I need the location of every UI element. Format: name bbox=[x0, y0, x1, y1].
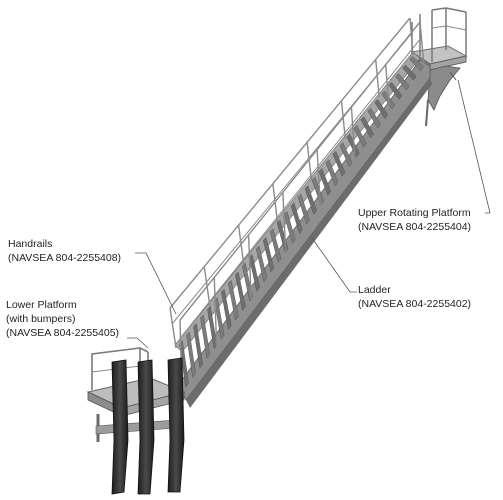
ladder-label-line1: Ladder bbox=[358, 284, 391, 296]
upper-platform-leader-line bbox=[457, 79, 491, 214]
ladder-tread bbox=[332, 150, 346, 177]
lower-platform-label-line1: Lower Platform bbox=[6, 299, 77, 311]
handrail-post bbox=[282, 192, 287, 253]
ladder-tread bbox=[367, 107, 381, 129]
ladder-tread bbox=[374, 99, 389, 120]
ladder-tread bbox=[290, 202, 303, 235]
bumper-3 bbox=[167, 357, 185, 493]
ladder-treads bbox=[179, 56, 424, 388]
ladder-tread bbox=[262, 236, 275, 273]
upper-platform-label-line1: Upper Rotating Platform bbox=[358, 207, 471, 219]
ladder-tread bbox=[221, 288, 232, 331]
upper-platform-label-line2: (NAVSEA 804-2255404) bbox=[358, 221, 472, 233]
lower-platform-label-line3: (NAVSEA 804-2255405) bbox=[6, 327, 120, 339]
ladder-tread bbox=[214, 297, 225, 340]
handrail-post bbox=[272, 183, 279, 223]
handrail-post bbox=[247, 234, 252, 299]
ladder-tread bbox=[353, 124, 367, 148]
handrail-post bbox=[419, 21, 425, 67]
handrail-post bbox=[375, 59, 380, 97]
lower-platform-label: Lower Platform (with bumpers) (NAVSEA 80… bbox=[6, 298, 119, 340]
ladder-tread bbox=[179, 340, 189, 388]
ladder-tread bbox=[311, 176, 325, 206]
ladder-tread bbox=[269, 228, 282, 264]
ladder-tread bbox=[395, 73, 410, 91]
ladder-tread bbox=[200, 314, 211, 359]
upper-platform-label: Upper Rotating Platform (NAVSEA 804-2255… bbox=[358, 206, 471, 234]
handrail-post bbox=[385, 64, 391, 113]
handrails-label: Handrails (NAVSEA 804-2255408) bbox=[8, 237, 121, 265]
ladder-tread bbox=[409, 56, 424, 72]
handrails-label-line1: Handrails bbox=[8, 238, 53, 250]
handrail-post bbox=[350, 107, 356, 160]
ladder-leader-line bbox=[311, 237, 357, 293]
ladder-label-line2: (NAVSEA 804-2255402) bbox=[358, 298, 472, 310]
ladder-tread bbox=[297, 193, 310, 225]
ladder-tread bbox=[283, 211, 296, 244]
lower-platform-leader-line bbox=[127, 337, 149, 349]
ladder bbox=[174, 51, 432, 408]
ladder-tread bbox=[346, 133, 360, 158]
ladder-label: Ladder (NAVSEA 804-2255402) bbox=[358, 283, 471, 311]
handrail-post bbox=[169, 307, 177, 349]
ladder-tread bbox=[193, 323, 204, 369]
handrail-post bbox=[306, 142, 313, 181]
lower-platform-label-line2: (with bumpers) bbox=[6, 313, 76, 325]
handrail-post bbox=[237, 225, 245, 265]
ladder-tread bbox=[228, 279, 239, 321]
handrail-post bbox=[409, 17, 414, 56]
ladder-tread bbox=[388, 81, 403, 100]
handrails bbox=[169, 17, 425, 393]
ladder-tread bbox=[360, 116, 374, 139]
ladder-tread bbox=[325, 159, 339, 187]
ladder-tread bbox=[255, 245, 268, 283]
handrail-posts bbox=[169, 17, 425, 393]
ladder-tread bbox=[304, 185, 317, 216]
handrail-post bbox=[316, 149, 321, 206]
ladder-tread bbox=[339, 142, 353, 168]
handrails-leader-line bbox=[135, 252, 177, 315]
ladder-tread bbox=[186, 331, 196, 379]
ladder-tread bbox=[318, 167, 332, 196]
ladder-tread bbox=[402, 64, 417, 81]
handrail-post bbox=[203, 266, 211, 307]
bumper-2 bbox=[137, 359, 155, 495]
handrail-post bbox=[340, 100, 346, 139]
ladder-tread bbox=[248, 254, 260, 292]
upper-rotating-platform bbox=[410, 7, 468, 127]
leader-lines bbox=[127, 79, 491, 349]
lower-platform bbox=[86, 347, 186, 495]
bumper-1 bbox=[111, 359, 129, 495]
handrail-post bbox=[213, 277, 218, 346]
handrails-label-line2: (NAVSEA 804-2255408) bbox=[8, 252, 122, 264]
ladder-tread bbox=[235, 271, 246, 311]
